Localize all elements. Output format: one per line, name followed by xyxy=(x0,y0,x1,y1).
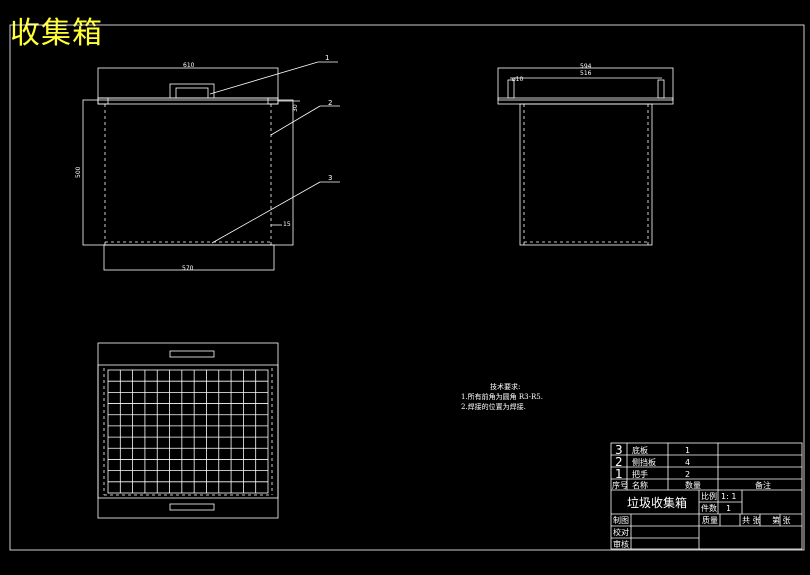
dim-bottom: 570 xyxy=(182,265,194,272)
part-qty-2: 4 xyxy=(685,458,690,467)
drawing-border xyxy=(9,24,805,551)
leader-label-1: 1 xyxy=(325,54,329,62)
part-no-2: 2 xyxy=(615,455,623,469)
side-lid xyxy=(497,67,674,101)
drawn-label: 制图 xyxy=(613,515,629,525)
part-name-2: 侧挡板 xyxy=(632,457,656,467)
side-handle-left xyxy=(507,79,515,99)
box-body xyxy=(82,99,294,246)
top-outline xyxy=(97,342,279,519)
box-base xyxy=(103,244,275,271)
header-qty: 数量 xyxy=(685,480,701,490)
dim-top: 610 xyxy=(183,62,195,69)
header-name: 名称 xyxy=(632,480,648,490)
side-lid-plate xyxy=(497,97,674,105)
dim-height: 500 xyxy=(75,166,82,178)
dim-side: 30 xyxy=(292,104,299,112)
count-label: 件数 xyxy=(701,503,717,513)
leader-label-3: 3 xyxy=(328,174,332,182)
lid-corner-right xyxy=(267,97,279,105)
sheets-label: 共 张 xyxy=(742,516,761,525)
weight-label: 质量 xyxy=(702,515,718,525)
review-label: 审核 xyxy=(613,539,629,549)
grid-border xyxy=(107,369,269,494)
top-handle-lower xyxy=(169,503,215,511)
scale-value: 1: 1 xyxy=(721,492,736,501)
dim-inner: 516 xyxy=(580,70,592,77)
part-qty-1: 2 xyxy=(685,470,690,479)
header-no: 序号 xyxy=(612,480,628,490)
header-remark: 备注 xyxy=(755,480,771,490)
part-no-1: 1 xyxy=(615,467,623,481)
sheet-label: 第 张 xyxy=(772,515,791,525)
part-name-1: 把手 xyxy=(632,469,648,479)
dim-outer: 594 xyxy=(580,63,592,70)
dim-small: ø10 xyxy=(512,76,523,83)
part-name-3: 底板 xyxy=(632,445,648,455)
handle-inner xyxy=(175,87,209,99)
front-view xyxy=(82,61,340,271)
leader-2 xyxy=(270,105,321,136)
lid-corner-left xyxy=(97,97,109,105)
lid-plate xyxy=(97,97,279,105)
notes-line-1: 1.所有前角为圆角 R3-R5. xyxy=(461,392,543,401)
scale-label: 比例 xyxy=(701,491,717,501)
check-label: 校对 xyxy=(613,527,629,537)
handle xyxy=(169,83,215,99)
top-handle-upper xyxy=(169,350,215,358)
drawing-name: 垃圾收集箱 xyxy=(627,495,687,510)
bottom-grid xyxy=(107,369,269,494)
notes-line-2: 2.焊接的位置为焊接. xyxy=(461,402,526,411)
leader-label-2: 2 xyxy=(328,99,332,107)
notes-heading: 技术要求: xyxy=(490,382,520,391)
title-block xyxy=(610,442,803,550)
part-no-3: 3 xyxy=(615,443,623,457)
side-view xyxy=(497,67,674,246)
top-inner-frame xyxy=(97,364,279,499)
side-handle-right xyxy=(657,79,665,99)
dim-wall: 15 xyxy=(283,221,291,228)
side-body xyxy=(519,103,653,246)
page-title: 收集箱 xyxy=(10,16,103,51)
leader-1 xyxy=(209,61,319,95)
part-qty-3: 1 xyxy=(685,446,690,455)
lid-block xyxy=(97,67,279,99)
leader-3 xyxy=(211,181,321,244)
top-view xyxy=(97,342,279,519)
count-value: 1 xyxy=(726,504,731,513)
